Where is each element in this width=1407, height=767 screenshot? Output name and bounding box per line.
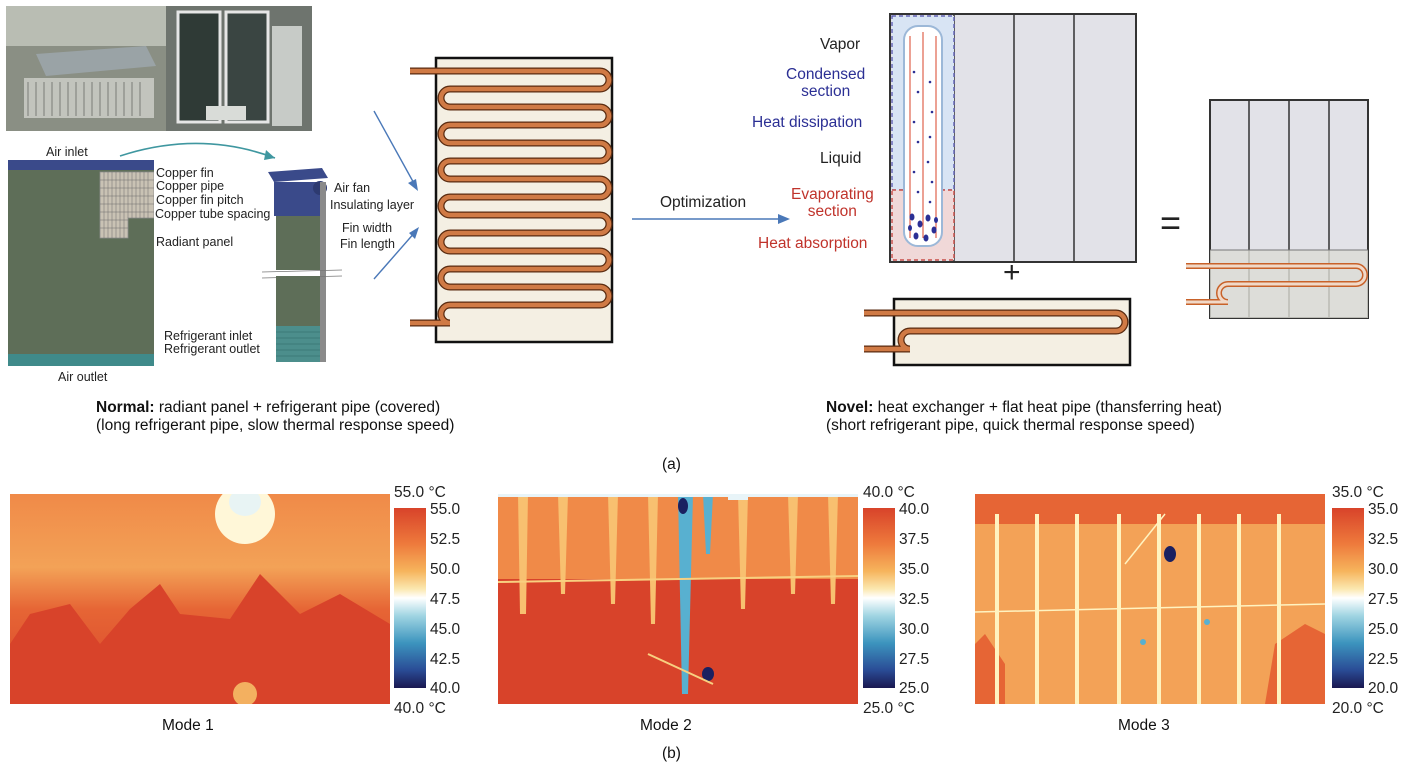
air-inlet-label: Air inlet <box>46 145 88 159</box>
fin-length-label: Fin length <box>340 237 395 251</box>
mode-2-max-label: 40.0 °C <box>863 484 915 501</box>
thermal-map-mode-2 <box>498 494 858 704</box>
panel-a-label: (a) <box>662 456 681 473</box>
panel-b-label: (b) <box>662 745 681 762</box>
air-fan-label: Air fan <box>334 181 371 195</box>
mode-3-caption: Mode 3 <box>1118 717 1170 734</box>
mode-1-tick: 52.5 <box>430 531 461 548</box>
insulating-layer-label: Insulating layer <box>330 198 415 212</box>
optimization-label: Optimization <box>660 194 747 211</box>
radiant-panel-label: Radiant panel <box>156 235 234 249</box>
mode-2-tick: 40.0 <box>899 501 930 518</box>
mode-3-tick: 20.0 <box>1368 680 1399 697</box>
serpentine-coil <box>410 55 620 345</box>
mode-1-tick: 55.0 <box>430 501 461 518</box>
air-outlet-label: Air outlet <box>58 370 108 384</box>
mode-2-tick: 37.5 <box>899 531 930 548</box>
heat-dissipation-label: Heat dissipation <box>752 114 863 131</box>
mode-3-tick: 30.0 <box>1368 561 1399 578</box>
refrigerant-outlet-label: Refrigerant outlet <box>164 342 260 356</box>
flat-heat-pipe <box>888 12 1138 264</box>
novel-caption-line1: Novel: heat exchanger + flat heat pipe (… <box>826 398 1222 417</box>
mode-3-tick: 25.0 <box>1368 621 1399 638</box>
optimization-arrow <box>632 212 792 226</box>
mode-2-min-label: 25.0 °C <box>863 700 915 717</box>
colorbar-mode-3 <box>1332 508 1364 688</box>
plus-sign: + <box>1003 256 1021 289</box>
colorbar-mode-1 <box>394 508 426 688</box>
mode-2-tick: 27.5 <box>899 651 930 668</box>
mode-3-tick: 32.5 <box>1368 531 1399 548</box>
normal-caption-bold: Normal: <box>96 399 155 416</box>
mode-3-tick: 35.0 <box>1368 501 1399 518</box>
refrigerant-inlet-label: Refrigerant inlet <box>164 329 253 343</box>
copper-fin-pitch-label: Copper fin pitch <box>156 193 244 207</box>
normal-caption-line1: Normal: radiant panel + refrigerant pipe… <box>96 398 440 417</box>
mode-3-min-label: 20.0 °C <box>1332 700 1384 717</box>
mode-1-tick: 47.5 <box>430 591 461 608</box>
equals-sign: = <box>1160 202 1182 243</box>
thermal-map-mode-1 <box>10 494 390 704</box>
mode-2-tick: 25.0 <box>899 680 930 697</box>
mode-2-tick: 30.0 <box>899 621 930 638</box>
converging-arrows <box>368 105 428 285</box>
mode-1-tick: 45.0 <box>430 621 461 638</box>
novel-caption-line2: (short refrigerant pipe, quick thermal r… <box>826 417 1195 434</box>
novel-caption-text: heat exchanger + flat heat pipe (thansfe… <box>873 399 1222 416</box>
copper-fin-label: Copper fin <box>156 166 214 180</box>
mode-1-max-label: 55.0 °C <box>394 484 446 501</box>
mode-2-caption: Mode 2 <box>640 717 692 734</box>
curved-arrow <box>110 136 310 176</box>
mode-1-tick: 50.0 <box>430 561 461 578</box>
panel-side-view <box>261 166 343 372</box>
liquid-label: Liquid <box>820 150 862 167</box>
mode-1-min-label: 40.0 °C <box>394 700 446 717</box>
normal-caption-text: radiant panel + refrigerant pipe (covere… <box>154 399 441 416</box>
mode-3-tick: 27.5 <box>1368 591 1399 608</box>
fin-width-label: Fin width <box>342 221 393 235</box>
radiant-panel-drawing <box>8 160 155 366</box>
normal-caption-line2: (long refrigerant pipe, slow thermal res… <box>96 417 455 434</box>
vapor-label: Vapor <box>820 36 861 53</box>
mode-1-tick: 42.5 <box>430 651 461 668</box>
short-heat-exchanger <box>864 296 1134 368</box>
thermal-map-mode-3 <box>975 494 1325 704</box>
mode-1-caption: Mode 1 <box>162 717 214 734</box>
mode-1-tick: 40.0 <box>430 680 461 697</box>
mode-2-tick: 32.5 <box>899 591 930 608</box>
mode-3-tick: 22.5 <box>1368 651 1399 668</box>
evaporating-section-label: Evaporating section <box>791 186 874 220</box>
colorbar-mode-2 <box>863 508 895 688</box>
copper-tube-spacing-label: Copper tube spacing <box>155 207 271 221</box>
mode-3-max-label: 35.0 °C <box>1332 484 1384 501</box>
copper-pipe-label: Copper pipe <box>156 179 225 193</box>
combined-result <box>1186 98 1372 320</box>
mode-2-tick: 35.0 <box>899 561 930 578</box>
condensed-section-label: Condensed section <box>786 66 866 100</box>
heat-absorption-label: Heat absorption <box>758 235 868 252</box>
novel-caption-bold: Novel: <box>826 399 874 416</box>
test-rig-photo <box>6 6 312 131</box>
